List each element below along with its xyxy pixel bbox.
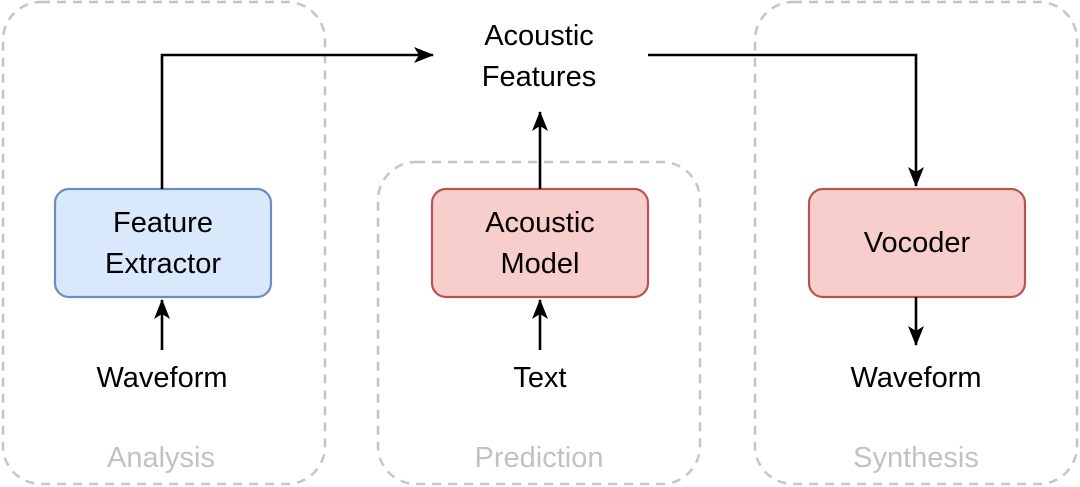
features-to-vocoder-arrow	[648, 53, 924, 187]
acoustic-model-label-line1: Acoustic	[485, 207, 595, 239]
feature-extractor-label-line2: Extractor	[105, 248, 221, 280]
waveform-output-label: Waveform	[850, 362, 981, 394]
extractor-to-features-arrow	[160, 47, 434, 189]
acoustic-features-label-line2: Features	[482, 61, 596, 93]
vocoder-label: Vocoder	[864, 227, 971, 259]
feature-extractor-label-line1: Feature	[113, 207, 213, 239]
acoustic-model-label-line2: Model	[501, 248, 580, 280]
synthesis-group-label: Synthesis	[853, 442, 979, 474]
feature-extractor-box	[53, 187, 273, 299]
acoustic-model-box	[430, 187, 650, 299]
waveform-input-label: Waveform	[96, 362, 227, 394]
prediction-group-label: Prediction	[475, 442, 604, 474]
acoustic-features-label-line1: Acoustic	[484, 20, 594, 52]
text-input-label: Text	[513, 362, 566, 394]
analysis-group-label: Analysis	[107, 442, 215, 474]
